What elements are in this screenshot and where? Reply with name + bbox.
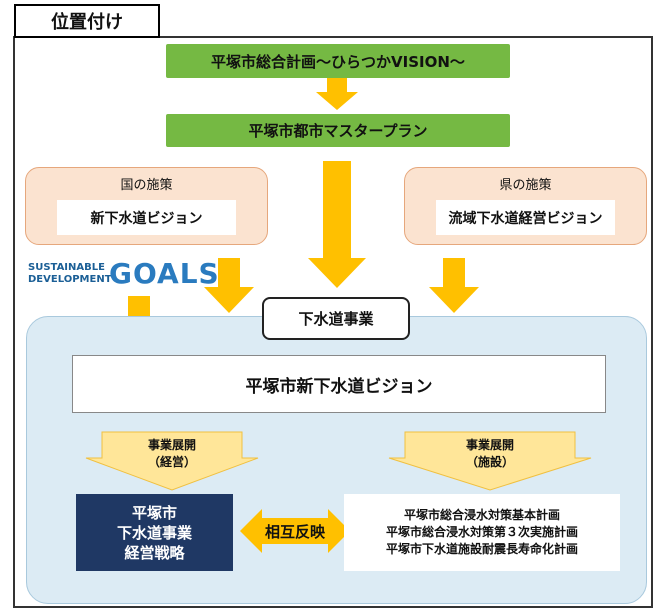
development-facility-label: 事業展開 （施設） <box>405 434 575 474</box>
plan-item: 平塚市総合浸水対策基本計画 <box>403 508 560 522</box>
prefecture-policy-title: 県の施策 <box>499 177 552 193</box>
chevron-management <box>85 431 259 491</box>
plan-item: 平塚市総合浸水対策第３次実施計画 <box>385 525 578 539</box>
development-management-line2: （経営） <box>147 455 196 469</box>
development-facility-line2: （施設） <box>465 455 514 469</box>
development-management-label: 事業展開 （経営） <box>102 434 242 474</box>
management-strategy-box: 平塚市 下水道事業 経営戦略 <box>76 494 233 571</box>
down-arrow-plan <box>316 78 358 110</box>
city-master-plan: 平塚市都市マスタープラン <box>166 114 510 147</box>
mutual-double-arrow <box>240 509 350 553</box>
basin-sewer-management-vision: 流域下水道経営ビジョン <box>436 200 615 235</box>
strategy-line2: 下水道事業 <box>116 523 192 542</box>
new-sewer-vision: 新下水道ビジョン <box>57 200 236 235</box>
chevron-facility <box>388 431 592 491</box>
section-tab: 位置付け <box>14 4 160 38</box>
city-comprehensive-plan: 平塚市総合計画～ひらつかVISION～ <box>166 44 510 78</box>
sewer-project-label: 下水道事業 <box>262 297 410 340</box>
strategy-line1: 平塚市 <box>131 503 177 522</box>
down-arrow-national <box>204 258 254 313</box>
sdgs-logo-line2: DEVELOPMENT <box>28 274 112 285</box>
mutual-reflection-label: 相互反映 <box>264 522 325 541</box>
plan-item: 平塚市下水道施設耐震長寿命化計画 <box>385 542 578 556</box>
sdgs-logo-goals: GOALS <box>109 257 220 290</box>
development-management-line1: 事業展開 <box>147 438 196 452</box>
down-arrow-prefecture <box>429 258 479 313</box>
sdgs-logo-line1: SUSTAINABLE <box>28 262 105 273</box>
national-policy-title: 国の施策 <box>120 177 173 193</box>
development-facility-line1: 事業展開 <box>465 438 514 452</box>
facility-plans-box: 平塚市総合浸水対策基本計画 平塚市総合浸水対策第３次実施計画 平塚市下水道施設耐… <box>344 494 620 571</box>
strategy-line3: 経営戦略 <box>124 543 185 562</box>
hiratsuka-new-sewer-vision: 平塚市新下水道ビジョン <box>72 355 606 413</box>
down-arrow-center <box>308 161 366 288</box>
